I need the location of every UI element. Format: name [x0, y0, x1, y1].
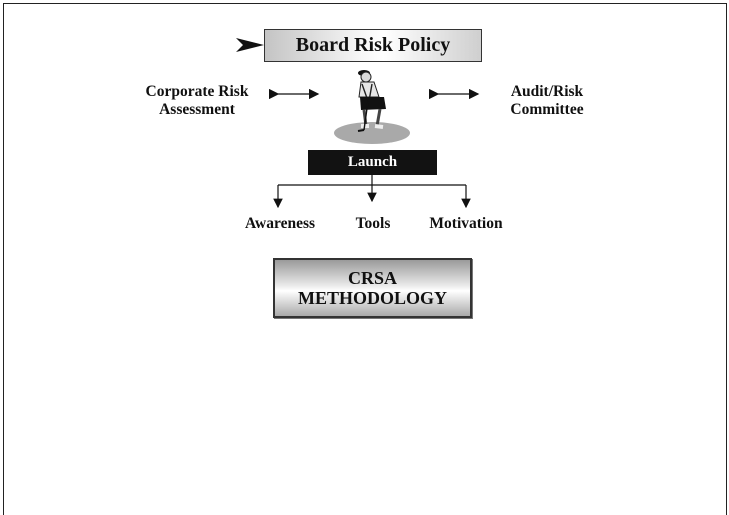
- arrowhead-icon: [236, 38, 264, 52]
- methodology-label: METHODOLOGY: [297, 288, 447, 308]
- crsa-label: CRSA: [347, 268, 397, 288]
- audit-risk-committee-label: Audit/Risk Committee: [510, 83, 584, 118]
- golfer-illustration: [334, 70, 410, 144]
- launch-branches: [273, 175, 471, 209]
- board-risk-policy-box: Board Risk Policy: [264, 29, 482, 62]
- putting-green: [334, 122, 410, 144]
- board-risk-policy-label: Board Risk Policy: [295, 34, 451, 56]
- branch-motivation: Motivation: [429, 215, 503, 232]
- launch-label: Launch: [347, 154, 398, 170]
- crsa-methodology-box: CRSA METHODOLOGY: [273, 258, 472, 318]
- branch-tools: Tools: [355, 215, 391, 232]
- launch-box: Launch: [308, 150, 437, 175]
- branch-awareness: Awareness: [244, 215, 316, 232]
- slide-frame: [3, 3, 727, 515]
- corporate-risk-assessment-label: Corporate Risk Assessment: [145, 83, 249, 118]
